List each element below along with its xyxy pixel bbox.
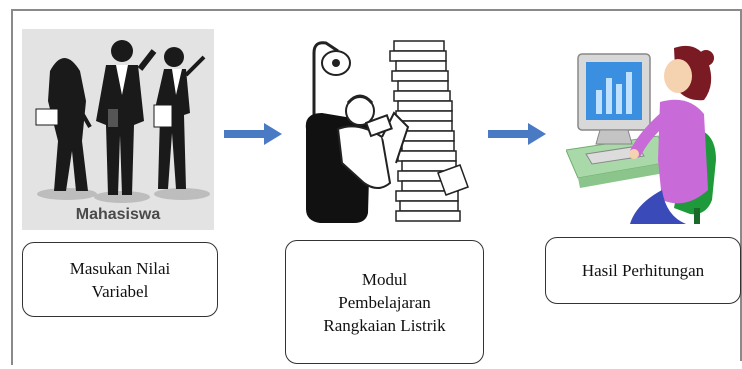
diagram-frame xyxy=(11,9,741,365)
arrow-right-icon xyxy=(224,123,282,145)
computer-user-illustration xyxy=(565,40,726,228)
computer-user-icon xyxy=(565,45,716,224)
step-calculation-result-label: Hasil Perhitungan xyxy=(581,261,705,280)
frame-right-border xyxy=(740,9,742,361)
reading-person-illustration xyxy=(298,33,478,229)
step-calculation-result: Hasil Perhitungan xyxy=(545,237,741,304)
step-input-values: Masukan Nilai Variabel xyxy=(22,242,218,317)
students-caption: Mahasiswa xyxy=(75,206,161,223)
students-illustration: Mahasiswa xyxy=(22,29,214,230)
step-learning-module-label: Modul Pembelajaran Rangkaian Listrik xyxy=(323,269,446,335)
step-input-values-label: Masukan Nilai Variabel xyxy=(69,258,171,301)
arrow-right-icon xyxy=(488,123,546,145)
step-learning-module: Modul Pembelajaran Rangkaian Listrik xyxy=(285,240,484,364)
students-icon xyxy=(35,40,210,203)
reading-person-icon xyxy=(305,40,469,223)
